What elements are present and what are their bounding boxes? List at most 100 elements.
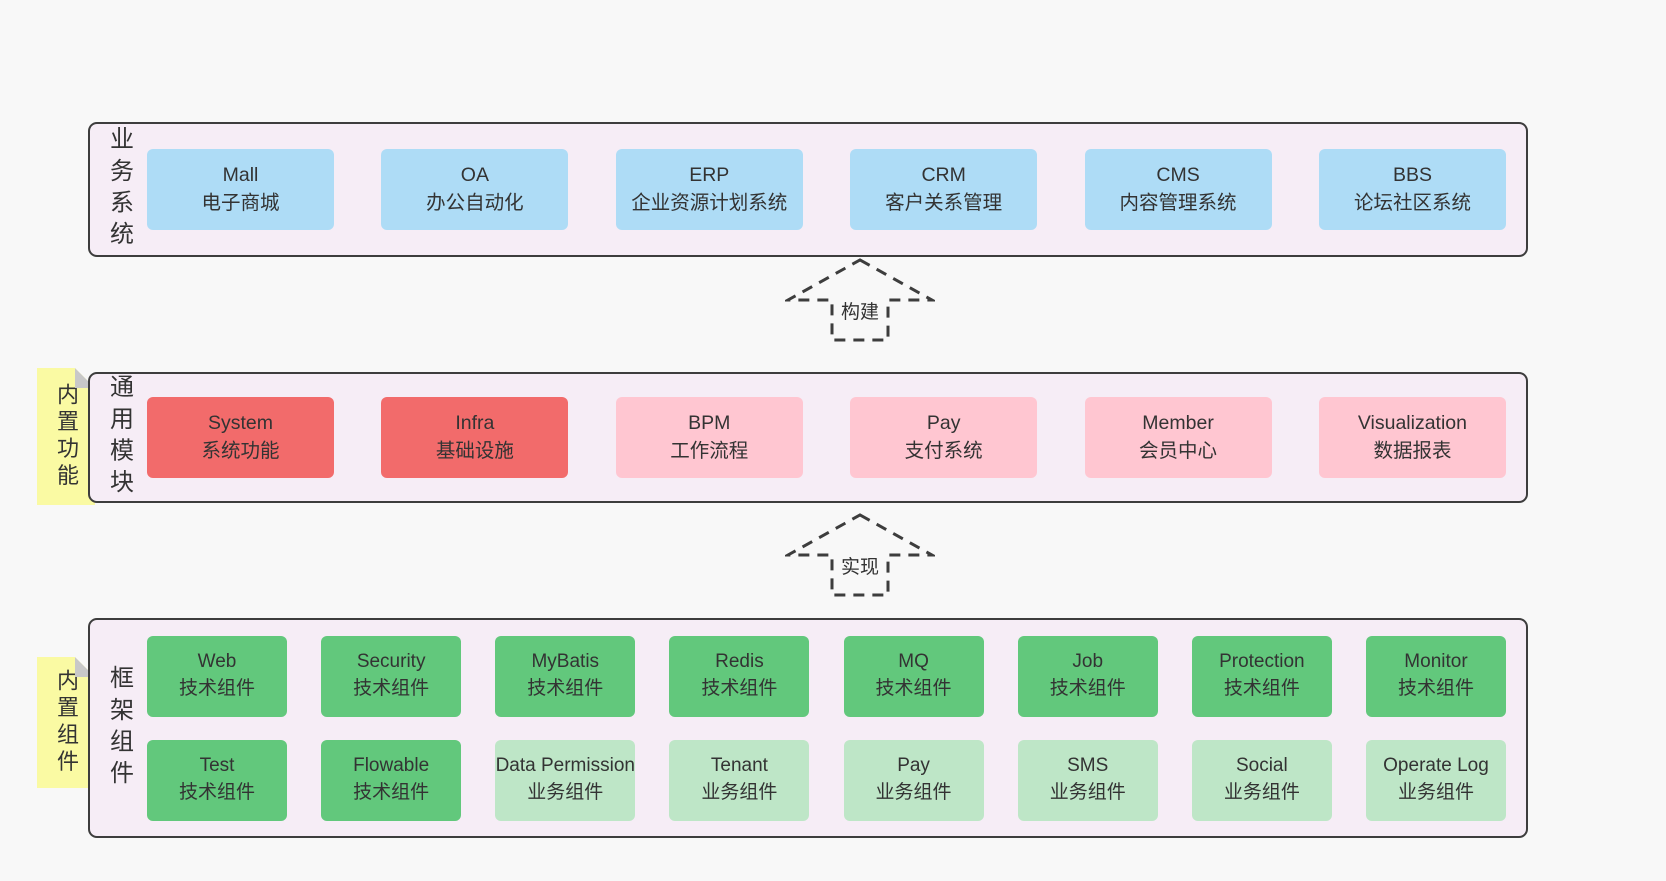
diagram-box: Visualization 数据报表 bbox=[1318, 397, 1506, 478]
box-title: Pay bbox=[926, 411, 961, 434]
implement-arrow: 实现 bbox=[785, 512, 935, 600]
box-title: Job bbox=[1072, 651, 1104, 673]
box-title: MQ bbox=[898, 651, 929, 673]
box-subtitle: 基础设施 bbox=[435, 439, 514, 462]
box-subtitle: 技术组件 bbox=[1223, 678, 1300, 699]
box-title: SMS bbox=[1067, 755, 1109, 777]
box-subtitle: 技术组件 bbox=[178, 678, 255, 699]
box-title: Test bbox=[199, 755, 235, 777]
panel-label: 通用模块 bbox=[105, 374, 133, 501]
diagram-box: BBS 论坛社区系统 bbox=[1318, 149, 1506, 230]
box-row: Test 技术组件 Flowable 技术组件 Data Permission … bbox=[147, 739, 1506, 821]
diagram-box: Test 技术组件 bbox=[147, 739, 287, 821]
diagram-box: MQ 技术组件 bbox=[843, 635, 984, 717]
diagram-box: Data Permission 业务组件 bbox=[495, 739, 636, 821]
box-rows: Web 技术组件 Security 技术组件 MyBatis 技术组件 Redi… bbox=[147, 620, 1506, 836]
diagram-box: MyBatis 技术组件 bbox=[495, 635, 636, 717]
box-title: Data Permission bbox=[495, 755, 635, 777]
box-title: BBS bbox=[1392, 163, 1432, 186]
box-subtitle: 业务组件 bbox=[1397, 782, 1474, 803]
diagram-box: Mall 电子商城 bbox=[147, 149, 334, 230]
box-subtitle: 技术组件 bbox=[353, 782, 430, 803]
box-subtitle: 论坛社区系统 bbox=[1353, 191, 1471, 214]
panel-common-modules: 通用模块 System 系统功能 Infra 基础设施 BPM 工作流程 Pay… bbox=[88, 372, 1528, 503]
box-subtitle: 技术组件 bbox=[353, 678, 430, 699]
box-subtitle: 业务组件 bbox=[701, 782, 778, 803]
dashed-up-arrow-icon bbox=[785, 258, 935, 342]
diagram-box: Flowable 技术组件 bbox=[321, 739, 462, 821]
diagram-box: Protection 技术组件 bbox=[1191, 635, 1332, 717]
box-title: Operate Log bbox=[1383, 755, 1489, 777]
box-subtitle: 技术组件 bbox=[1397, 678, 1474, 699]
box-title: Social bbox=[1235, 755, 1288, 777]
diagram-box: Job 技术组件 bbox=[1017, 635, 1158, 717]
diagram-box: ERP 企业资源计划系统 bbox=[615, 149, 803, 230]
panel-label: 业务系统 bbox=[105, 126, 133, 253]
box-title: Monitor bbox=[1404, 651, 1468, 673]
sticky-note-built-in-features: 内置功能 bbox=[37, 368, 95, 505]
box-title: OA bbox=[460, 163, 489, 186]
box-title: Security bbox=[356, 651, 426, 673]
diagram-box: Infra 基础设施 bbox=[381, 397, 569, 478]
box-title: Web bbox=[197, 651, 237, 673]
box-subtitle: 企业资源计划系统 bbox=[631, 191, 788, 214]
box-title: Infra bbox=[455, 411, 495, 434]
box-title: CRM bbox=[921, 163, 966, 186]
box-row: Web 技术组件 Security 技术组件 MyBatis 技术组件 Redi… bbox=[147, 635, 1506, 717]
box-subtitle: 业务组件 bbox=[527, 782, 604, 803]
box-title: System bbox=[207, 411, 273, 434]
box-rows: System 系统功能 Infra 基础设施 BPM 工作流程 Pay 支付系统… bbox=[147, 374, 1506, 501]
box-title: Pay bbox=[897, 755, 930, 777]
box-subtitle: 客户关系管理 bbox=[885, 191, 1003, 214]
box-subtitle: 办公自动化 bbox=[426, 191, 524, 214]
diagram-box: Redis 技术组件 bbox=[669, 635, 810, 717]
diagram-box: OA 办公自动化 bbox=[381, 149, 569, 230]
box-subtitle: 会员中心 bbox=[1139, 439, 1218, 462]
box-title: Flowable bbox=[353, 755, 430, 777]
arrow-label: 实现 bbox=[837, 552, 883, 579]
note-label: 内置功能 bbox=[54, 382, 79, 491]
diagram-box: Pay 业务组件 bbox=[843, 739, 984, 821]
diagram-box: CMS 内容管理系统 bbox=[1084, 149, 1272, 230]
diagram-box: Pay 支付系统 bbox=[850, 397, 1038, 478]
box-subtitle: 技术组件 bbox=[875, 678, 952, 699]
box-subtitle: 数据报表 bbox=[1373, 439, 1452, 462]
diagram-box: SMS 业务组件 bbox=[1017, 739, 1158, 821]
box-subtitle: 技术组件 bbox=[701, 678, 778, 699]
diagram-box: Social 业务组件 bbox=[1191, 739, 1332, 821]
box-subtitle: 技术组件 bbox=[1049, 678, 1126, 699]
box-row: Mall 电子商城 OA 办公自动化 ERP 企业资源计划系统 CRM 客户关系… bbox=[147, 149, 1506, 230]
box-rows: Mall 电子商城 OA 办公自动化 ERP 企业资源计划系统 CRM 客户关系… bbox=[147, 124, 1506, 255]
panel-label: 框架组件 bbox=[105, 664, 133, 792]
build-arrow: 构建 bbox=[785, 257, 935, 345]
diagram-box: Monitor 技术组件 bbox=[1365, 635, 1506, 717]
box-title: CMS bbox=[1156, 163, 1200, 186]
diagram-box: CRM 客户关系管理 bbox=[850, 149, 1038, 230]
diagram-box: Member 会员中心 bbox=[1084, 397, 1272, 478]
box-title: ERP bbox=[689, 163, 730, 186]
box-subtitle: 业务组件 bbox=[1049, 782, 1126, 803]
box-title: Redis bbox=[715, 651, 764, 673]
box-subtitle: 支付系统 bbox=[904, 439, 983, 462]
box-title: Tenant bbox=[710, 755, 768, 777]
box-title: BPM bbox=[688, 411, 731, 434]
box-subtitle: 技术组件 bbox=[178, 782, 255, 803]
box-subtitle: 业务组件 bbox=[1223, 782, 1300, 803]
diagram-box: System 系统功能 bbox=[147, 397, 334, 478]
box-title: Visualization bbox=[1357, 411, 1468, 434]
diagram-box: Web 技术组件 bbox=[147, 635, 287, 717]
box-subtitle: 系统功能 bbox=[201, 439, 280, 462]
box-title: Member bbox=[1142, 411, 1214, 434]
dashed-up-arrow-icon bbox=[785, 513, 935, 597]
box-title: MyBatis bbox=[531, 651, 600, 673]
sticky-note-built-in-components: 内置组件 bbox=[37, 657, 95, 788]
box-title: Mall bbox=[222, 163, 259, 186]
box-title: Protection bbox=[1219, 651, 1305, 673]
box-row: System 系统功能 Infra 基础设施 BPM 工作流程 Pay 支付系统… bbox=[147, 397, 1506, 478]
panel-framework-components: 框架组件 Web 技术组件 Security 技术组件 MyBatis 技术组件… bbox=[88, 618, 1528, 838]
arrow-label: 构建 bbox=[837, 297, 883, 324]
box-subtitle: 电子商城 bbox=[201, 191, 280, 214]
box-subtitle: 技术组件 bbox=[527, 678, 604, 699]
diagram-box: Security 技术组件 bbox=[321, 635, 462, 717]
